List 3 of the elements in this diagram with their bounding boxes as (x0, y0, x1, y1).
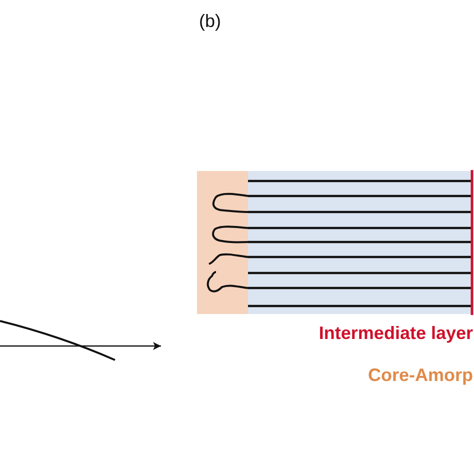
layer-label: Intermediate layer (318, 324, 473, 342)
region-label: Core-Amorp (368, 366, 473, 384)
panel-label: (b) (199, 12, 221, 30)
